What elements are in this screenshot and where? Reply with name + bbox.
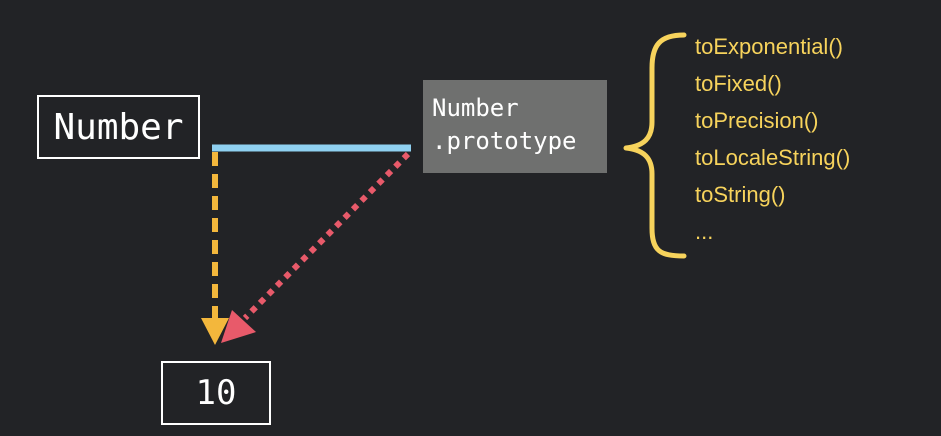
method-to-exponential: toExponential() xyxy=(695,34,843,59)
constructor-arrowhead xyxy=(201,318,229,345)
instance-value-box: 10 xyxy=(161,361,271,425)
method-to-locale-string: toLocaleString() xyxy=(695,145,851,170)
method-to-precision: toPrecision() xyxy=(695,108,819,133)
proto-chain-arrow xyxy=(242,151,411,321)
prototype-label-line1: Number xyxy=(432,94,519,122)
number-prototype-box: Number .prototype xyxy=(423,80,607,173)
number-constructor-label: Number xyxy=(53,106,184,148)
prototype-methods-list: toExponential() toFixed() toPrecision() … xyxy=(695,28,850,250)
method-ellipsis: ... xyxy=(695,219,714,244)
proto-chain-arrowhead xyxy=(221,310,256,343)
number-constructor-box: Number xyxy=(37,95,200,159)
method-to-fixed: toFixed() xyxy=(695,71,782,96)
method-to-string: toString() xyxy=(695,182,786,207)
instance-value-label: 10 xyxy=(195,373,237,413)
methods-curly-brace-icon xyxy=(623,32,687,259)
prototype-label-line2: .prototype xyxy=(432,127,577,155)
